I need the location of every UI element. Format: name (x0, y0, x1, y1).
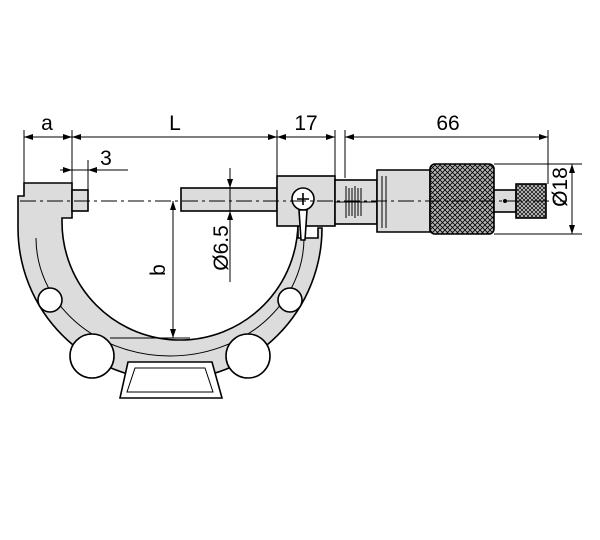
top-dimension-arrows (24, 134, 548, 140)
label-a: a (41, 112, 53, 135)
label-b: b (147, 264, 170, 276)
label-3: 3 (100, 147, 112, 170)
label-spindle-diameter: Ø6.5 (210, 225, 233, 271)
lock-screw-slot (297, 193, 309, 205)
thimble-scale (381, 176, 387, 228)
label-L: L (169, 112, 181, 135)
spindle (180, 187, 278, 212)
frame-hole-bottom-left (69, 333, 115, 379)
frame-hole-right (277, 287, 303, 313)
extension-lines (23, 130, 549, 190)
label-66: 66 (436, 112, 459, 135)
dim-ratchet-arrows (569, 164, 575, 234)
knurled-barrel (429, 163, 495, 235)
label-plate-inner (126, 367, 214, 393)
dim-b-arrows (170, 201, 176, 338)
dim-ratchet-extensions (494, 163, 582, 235)
dim-3-arrows (63, 167, 97, 173)
frame-hole-left (37, 287, 63, 313)
label-plate (119, 361, 224, 399)
lock-lever (298, 209, 308, 241)
label-ratchet-diameter: Ø18 (549, 167, 572, 207)
frame-hole-bottom-right (225, 333, 271, 379)
shaft-pin (503, 199, 507, 203)
dim-spindle-arrows (227, 179, 233, 220)
label-17: 17 (294, 112, 317, 135)
